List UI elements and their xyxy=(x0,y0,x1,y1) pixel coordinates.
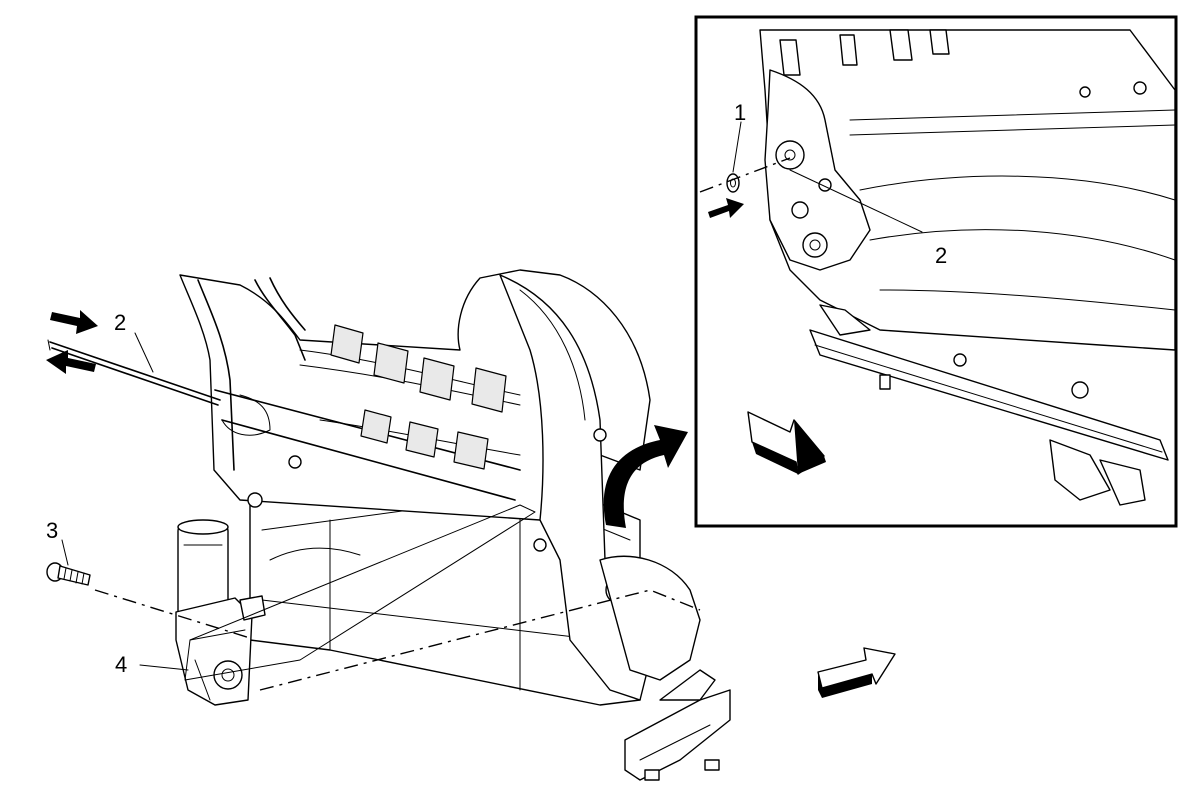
inset-direction-arrow-icon xyxy=(747,411,826,475)
rotation-arrow-icon xyxy=(603,425,688,528)
main-view: 2 3 4 xyxy=(46,269,896,781)
direction-arrow-icon xyxy=(817,647,896,698)
push-pull-arrows-icon xyxy=(46,310,98,374)
motor-centerline xyxy=(259,589,701,691)
washer xyxy=(726,173,740,193)
callout-4-leader xyxy=(139,664,189,671)
callout-3: 3 xyxy=(46,518,58,543)
install-arrow-icon xyxy=(708,198,744,218)
callout-2-main: 2 xyxy=(114,310,126,335)
callout-1: 1 xyxy=(734,100,746,125)
detail-inset: 1 2 xyxy=(694,15,1178,528)
seatback-frame xyxy=(179,269,701,701)
seat-track-lower xyxy=(624,669,731,781)
callout-4: 4 xyxy=(115,652,127,677)
callout-2-inset: 2 xyxy=(935,243,947,268)
callout-2-leader xyxy=(134,332,154,373)
callout-3-leader xyxy=(61,539,69,566)
callout-1-leader xyxy=(732,121,742,173)
bolt xyxy=(46,562,91,586)
callout-2-inset-leader xyxy=(789,169,923,233)
adjuster-shaft xyxy=(47,339,221,406)
seat-cushion xyxy=(249,469,641,706)
inset-centerline xyxy=(699,157,791,193)
alignment-plane xyxy=(184,504,536,681)
